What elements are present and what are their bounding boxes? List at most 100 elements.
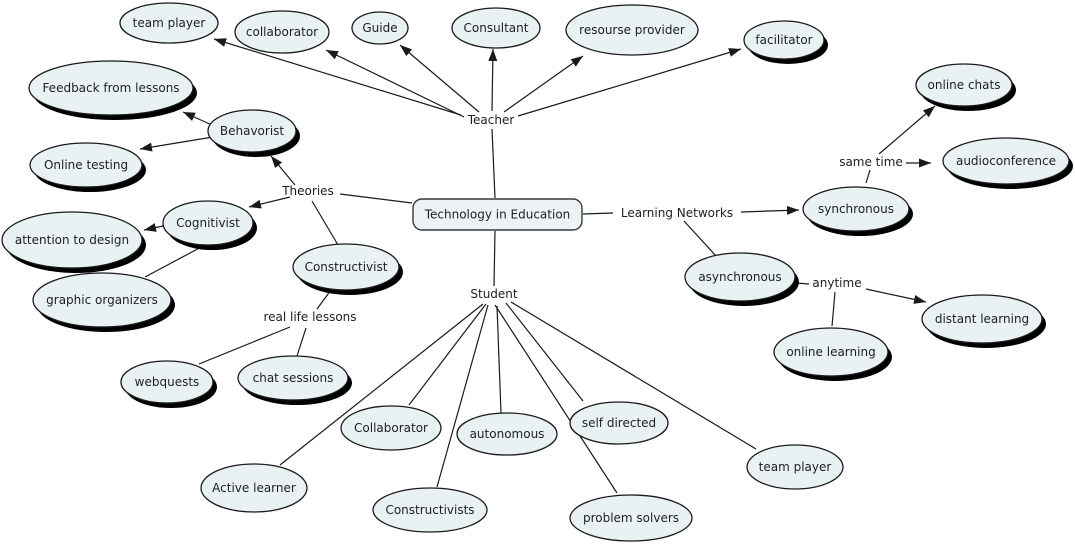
node-constructivist[interactable]: Constructivist [292, 243, 403, 295]
node-label: Guide [362, 21, 397, 35]
edge-cognitivist-to-graphic-organizers [144, 244, 206, 278]
node-team-player-bottom[interactable]: team player [746, 444, 844, 490]
node-label: self directed [582, 416, 656, 430]
node-ellipse [234, 10, 330, 54]
node-ellipse [28, 60, 194, 116]
node-label: Active learner [212, 481, 296, 495]
link-label-theories[interactable]: Theories [281, 184, 334, 198]
node-team-player-top[interactable]: team player [119, 2, 219, 44]
edge-behavorist-to-feedback [182, 111, 213, 126]
node-collaborator-bottom[interactable]: Collaborator [340, 405, 442, 451]
edge-theories-to-behavorist [270, 155, 296, 186]
node-synchronous[interactable]: synchronous [802, 186, 913, 236]
node-label: Online testing [44, 158, 128, 172]
node-label: Cognitivist [176, 216, 240, 230]
node-ellipse [200, 463, 308, 513]
node-distant-learning[interactable]: distant learning [921, 294, 1046, 348]
node-ellipse [773, 327, 889, 377]
edge-anytime-to-online-learning [831, 291, 836, 327]
link-label-real-life-lessons[interactable]: real life lessons [263, 310, 356, 324]
root-node-technology-in-education[interactable]: Technology in Education [412, 198, 583, 231]
node-ellipse [456, 412, 558, 456]
edge-teacher-to-facilitator [517, 48, 742, 117]
node-autonomous[interactable]: autonomous [456, 412, 558, 456]
node-webquests[interactable]: webquests [120, 360, 217, 408]
edge-student-to-constructivists [436, 304, 489, 488]
node-attention-to-design[interactable]: attention to design [1, 211, 146, 273]
node-ellipse [292, 243, 400, 291]
edge-root-to-teacher [491, 128, 496, 199]
node-label: team player [133, 16, 206, 30]
edge-rll-to-chat-sessions [296, 327, 307, 357]
node-label: facilitator [755, 33, 812, 47]
edge-teacher-to-resourse-provider [503, 55, 584, 113]
node-cognitivist[interactable]: Cognitivist [162, 200, 257, 250]
node-label: collaborator [246, 25, 318, 39]
node-constructivists[interactable]: Constructivists [372, 487, 488, 533]
node-consultant[interactable]: Consultant [451, 7, 541, 49]
node-ellipse [351, 11, 409, 45]
node-ellipse [120, 360, 214, 404]
root-rect [412, 198, 583, 231]
node-label: audioconference [956, 154, 1056, 168]
link-label-student[interactable]: Student [470, 287, 518, 301]
edge-root-to-student [493, 230, 496, 287]
node-ellipse [340, 405, 442, 451]
node-problem-solvers[interactable]: problem solvers [569, 494, 693, 542]
node-label: resourse provider [579, 23, 685, 37]
node-online-learning[interactable]: online learning [773, 327, 892, 381]
node-guide[interactable]: Guide [351, 11, 409, 45]
node-label: autonomous [470, 427, 545, 441]
node-ellipse [162, 200, 254, 246]
node-resourse-provider[interactable]: resourse provider [565, 4, 699, 56]
link-label-teacher[interactable]: Teacher [467, 113, 515, 127]
edge-ln-to-synchronous [740, 205, 800, 215]
edge-ln-to-asynchronous [683, 220, 718, 258]
node-ellipse [237, 355, 349, 401]
node-label: synchronous [818, 202, 894, 216]
edge-rll-to-webquests [198, 326, 291, 365]
node-collaborator-top[interactable]: collaborator [234, 10, 330, 54]
link-label-same-time[interactable]: same time [839, 155, 903, 169]
node-label: graphic organizers [46, 293, 158, 307]
edge-theories-to-constructivist [311, 200, 339, 246]
node-facilitator[interactable]: facilitator [743, 20, 828, 64]
node-audioconference[interactable]: audioconference [942, 137, 1073, 189]
node-label: problem solvers [583, 511, 679, 525]
link-label-learning-networks[interactable]: Learning Networks [621, 206, 733, 220]
edge-root-to-learning-networks [582, 212, 614, 215]
node-ellipse [569, 494, 693, 542]
node-feedback-from-lessons[interactable]: Feedback from lessons [28, 60, 197, 120]
node-label: asynchronous [698, 270, 781, 284]
node-label: Constructivists [385, 503, 474, 517]
edge-same-time-to-online-chats [878, 105, 936, 155]
edge-behavorist-to-online-testing [139, 136, 214, 152]
node-label: Behavorist [220, 124, 285, 138]
node-label: Constructivist [305, 260, 388, 274]
node-ellipse [1, 211, 143, 269]
node-ellipse [743, 20, 825, 60]
node-online-testing[interactable]: Online testing [29, 142, 146, 192]
edge-student-to-collaborator [408, 303, 487, 406]
node-label: Feedback from lessons [42, 81, 179, 95]
link-label-anytime[interactable]: anytime [812, 276, 861, 290]
edge-synchronous-to-same-time [865, 169, 871, 184]
edge-teacher-to-collaborator [325, 49, 465, 118]
node-self-directed[interactable]: self directed [569, 401, 669, 445]
edge-root-to-theories [339, 193, 413, 204]
node-asynchronous[interactable]: asynchronous [684, 252, 799, 306]
node-chat-sessions[interactable]: chat sessions [237, 355, 352, 405]
edge-teacher-to-consultant [488, 48, 498, 112]
node-ellipse [921, 294, 1043, 344]
node-label: online learning [786, 345, 875, 359]
node-behavorist[interactable]: Behavorist [207, 109, 300, 157]
node-label: webquests [135, 375, 200, 389]
node-label: online chats [928, 78, 1001, 92]
node-online-chats[interactable]: online chats [915, 63, 1016, 111]
node-active-learner[interactable]: Active learner [200, 463, 308, 513]
node-ellipse [569, 401, 669, 445]
node-graphic-organizers[interactable]: graphic organizers [32, 272, 175, 332]
node-ellipse [372, 487, 488, 533]
node-ellipse [32, 272, 172, 328]
